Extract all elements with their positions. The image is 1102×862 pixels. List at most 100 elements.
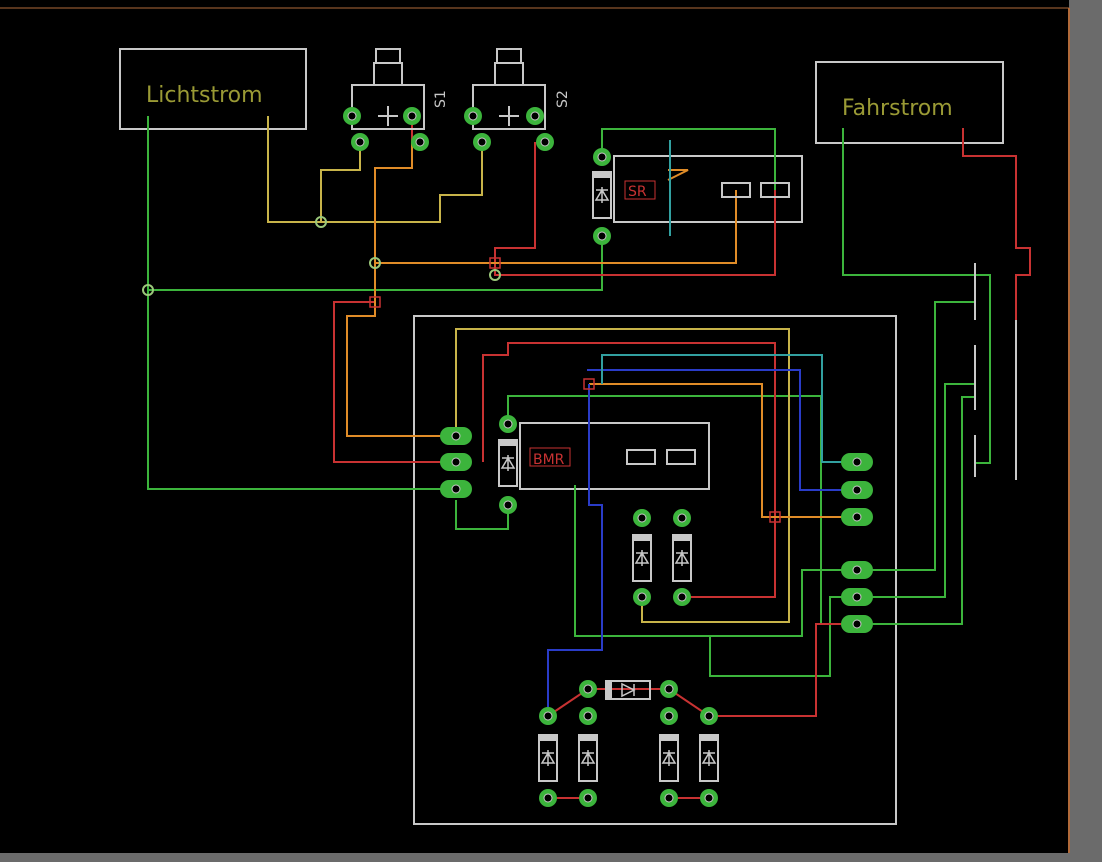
relay-coil — [626, 449, 656, 465]
pads-layer — [142, 107, 873, 807]
trace-cyan-t1 — [601, 354, 857, 463]
relay-coil — [666, 449, 696, 465]
pad-hole — [530, 111, 540, 121]
pad-hole — [677, 513, 687, 523]
pad-hole — [468, 111, 478, 121]
trace-green-bus — [148, 236, 603, 291]
lichtstrom-box — [119, 48, 307, 130]
relay-coil — [721, 182, 751, 198]
relay-bmr-name-box — [529, 447, 571, 467]
diode-band — [660, 735, 678, 741]
relay-sr-label: SR — [628, 184, 647, 200]
trace-green-sr-top — [601, 128, 776, 190]
diode-b4-icon — [699, 734, 719, 782]
trace-green-t5b — [857, 383, 975, 598]
trace-green-t6 — [857, 396, 975, 625]
pad-hole — [355, 137, 365, 147]
relay-sr-name-box — [624, 180, 656, 200]
diode-symbol — [674, 550, 690, 566]
via-square-icon — [369, 296, 381, 308]
fahrstrom-label: Fahrstrom — [842, 96, 953, 121]
terminal-hole — [451, 431, 461, 441]
trace-green-pad3 — [455, 500, 509, 530]
relay-bmr-body — [519, 422, 710, 490]
trace-green-inner — [574, 485, 857, 637]
diode-symbol — [661, 750, 677, 766]
diode-band — [499, 440, 517, 446]
pad-hole — [543, 711, 553, 721]
diode-band — [579, 735, 597, 741]
trace-yellow-lichtstrom — [267, 116, 483, 223]
switch-s2-label: S2 — [555, 90, 571, 108]
pad-hole — [503, 500, 513, 510]
pad-hole — [664, 684, 674, 694]
pad-hole — [415, 137, 425, 147]
relay-bmr-label: BMR — [533, 452, 565, 468]
pad-hole — [543, 793, 553, 803]
diode-band — [539, 735, 557, 741]
terminal-hole — [852, 592, 862, 602]
diode-band — [633, 535, 651, 541]
terminal-hole — [852, 512, 862, 522]
lichtstrom-label: Lichtstrom — [146, 83, 263, 108]
trace-yellow-s1 — [320, 142, 361, 222]
diode-symbol — [594, 187, 610, 203]
pad-hole — [583, 793, 593, 803]
trace-blue-t2 — [587, 369, 857, 491]
terminal-hole — [852, 485, 862, 495]
pad-hole — [583, 711, 593, 721]
diode-b2-icon — [578, 734, 598, 782]
trace-orange-pad1 — [346, 263, 456, 437]
diode-band — [700, 735, 718, 741]
pad-hole — [664, 711, 674, 721]
trace-orange-sr-contact — [667, 169, 689, 181]
diode-symbol — [540, 750, 556, 766]
fahrstrom-box — [815, 61, 1004, 144]
pad-hole — [347, 111, 357, 121]
diode-b3-icon — [659, 734, 679, 782]
pad-hole — [637, 592, 647, 602]
via-square-icon — [489, 257, 501, 269]
trace-red-fahrstrom — [962, 128, 1031, 475]
via-square-icon — [583, 378, 595, 390]
trace-green-t4 — [857, 301, 975, 571]
diode-symbol — [634, 550, 650, 566]
terminal-hole — [852, 619, 862, 629]
pad-hole — [540, 137, 550, 147]
diode-band — [606, 681, 612, 699]
via-icon — [369, 257, 381, 269]
board-area — [0, 0, 1069, 853]
pad-hole — [704, 711, 714, 721]
trace-blue-bmr — [547, 384, 603, 716]
diode-band — [593, 172, 611, 178]
switch-s1-label: S1 — [433, 90, 449, 108]
trace-green-t5 — [709, 596, 857, 677]
pad-hole — [677, 592, 687, 602]
terminal-hole — [451, 484, 461, 494]
diode-band — [673, 535, 691, 541]
terminal-hole — [852, 565, 862, 575]
traces-layer — [147, 115, 1031, 799]
pad-hole — [637, 513, 647, 523]
relay-sr-body — [613, 155, 803, 223]
diode-symbol — [701, 750, 717, 766]
diode-symbol — [500, 455, 516, 471]
pad-hole — [597, 231, 607, 241]
relay-coil — [760, 182, 790, 198]
diode-sr-icon — [592, 171, 612, 219]
diode-b1-icon — [538, 734, 558, 782]
via-icon — [489, 269, 501, 281]
pad-hole — [477, 137, 487, 147]
trace-green-lichtstrom — [147, 116, 444, 490]
trace-orange-bmr — [589, 383, 857, 518]
trace-yellow-frame — [455, 328, 790, 623]
diode-bmr-icon — [498, 439, 518, 487]
pad-hole — [597, 152, 607, 162]
pad-hole — [407, 111, 417, 121]
diode-symbol — [580, 750, 596, 766]
via-square-icon — [769, 511, 781, 523]
diode-c2-icon — [672, 534, 692, 582]
pad-hole — [503, 419, 513, 429]
